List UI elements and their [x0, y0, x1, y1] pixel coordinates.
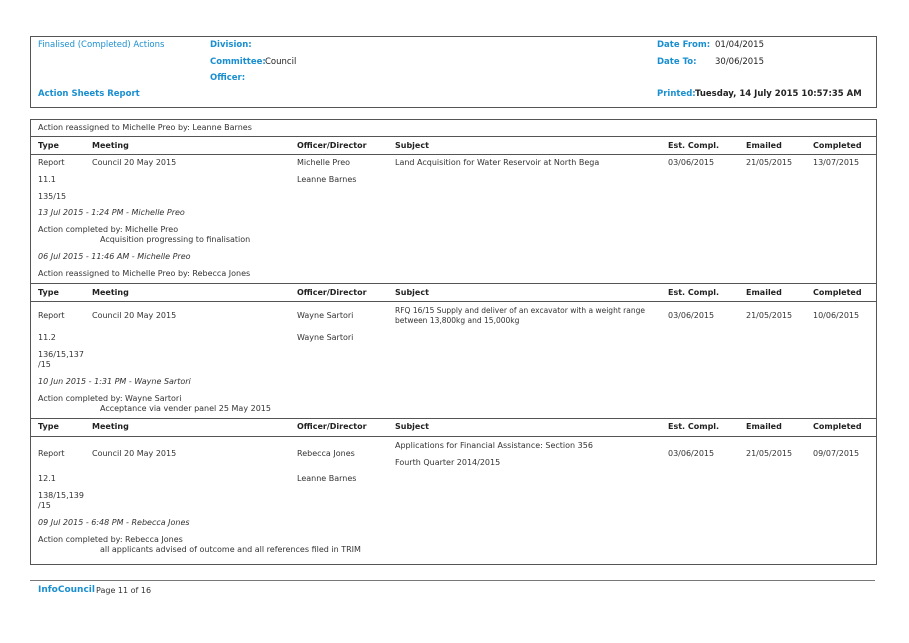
divider — [30, 436, 877, 437]
record-ref-2: /15 — [38, 360, 51, 369]
record-est: 03/06/2015 — [668, 158, 715, 167]
actions-table — [30, 119, 877, 565]
record-item: 11.2 — [38, 333, 56, 342]
footer-page: Page 11 of 16 — [96, 586, 152, 595]
col-subject: Subject — [395, 141, 429, 150]
record-reassigned: Action reassigned to Michelle Preo by: R… — [38, 269, 251, 278]
divider — [30, 283, 877, 284]
division-label: Division: — [210, 40, 252, 50]
col-meeting: Meeting — [92, 141, 129, 150]
col-emailed: Emailed — [746, 141, 782, 150]
col-completed: Completed — [813, 422, 862, 431]
record-subject: Land Acquisition for Water Reservoir at … — [395, 158, 600, 167]
record-completed: 09/07/2015 — [813, 449, 860, 458]
record-subject: Applications for Financial Assistance: S… — [395, 441, 593, 450]
footer-brand: InfoCouncil — [38, 585, 95, 595]
record-officer-2: Leanne Barnes — [297, 175, 357, 184]
col-type: Type — [38, 288, 59, 297]
record-log: 13 Jul 2015 - 1:24 PM - Michelle Preo — [38, 208, 185, 217]
record-subject-2: Fourth Quarter 2014/2015 — [395, 458, 501, 467]
record-completed: 10/06/2015 — [813, 311, 860, 320]
printed-label: Printed: — [657, 89, 696, 99]
record-meeting: Council 20 May 2015 — [92, 311, 177, 320]
record-completed-note: Acquisition progressing to finalisation — [100, 235, 251, 244]
col-officer: Officer/Director — [297, 422, 367, 431]
record-ref: 138/15,139 — [38, 491, 84, 500]
record-emailed: 21/05/2015 — [746, 311, 793, 320]
divider — [30, 418, 877, 419]
footer-divider — [30, 580, 875, 581]
col-emailed: Emailed — [746, 422, 782, 431]
report-header — [30, 36, 877, 108]
record-subject-2: between 13,800kg and 15,000kg — [395, 316, 520, 325]
record-officer: Rebecca Jones — [297, 449, 355, 458]
record-log: 09 Jul 2015 - 6:48 PM - Rebecca Jones — [38, 518, 190, 527]
record-officer: Michelle Preo — [297, 158, 351, 167]
record-completed-by: Action completed by: Rebecca Jones — [38, 535, 183, 544]
committee-label: Committee: — [210, 57, 266, 67]
report-name: Action Sheets Report — [38, 89, 140, 99]
col-emailed: Emailed — [746, 288, 782, 297]
printed-value: Tuesday, 14 July 2015 10:57:35 AM — [695, 89, 862, 99]
record-type: Report — [38, 449, 65, 458]
col-est: Est. Compl. — [668, 288, 720, 297]
record-completed: 13/07/2015 — [813, 158, 860, 167]
committee-value: Council — [265, 57, 297, 67]
record-officer: Wayne Sartori — [297, 311, 354, 320]
record-item: 11.1 — [38, 175, 56, 184]
col-est: Est. Compl. — [668, 141, 720, 150]
col-completed: Completed — [813, 141, 862, 150]
record-completed-by: Action completed by: Wayne Sartori — [38, 394, 182, 403]
record-item: 12.1 — [38, 474, 56, 483]
divider — [30, 301, 877, 302]
record-ref-2: /15 — [38, 501, 51, 510]
record-officer-2: Wayne Sartori — [297, 333, 354, 342]
col-subject: Subject — [395, 288, 429, 297]
intro-note: Action reassigned to Michelle Preo by: L… — [38, 123, 252, 132]
date-from-value: 01/04/2015 — [715, 40, 764, 50]
record-meeting: Council 20 May 2015 — [92, 158, 177, 167]
record-log: 10 Jun 2015 - 1:31 PM - Wayne Sartori — [38, 377, 191, 386]
record-est: 03/06/2015 — [668, 449, 715, 458]
record-completed-by: Action completed by: Michelle Preo — [38, 225, 179, 234]
record-emailed: 21/05/2015 — [746, 158, 793, 167]
col-officer: Officer/Director — [297, 288, 367, 297]
record-emailed: 21/05/2015 — [746, 449, 793, 458]
record-type: Report — [38, 158, 65, 167]
col-subject: Subject — [395, 422, 429, 431]
officer-label: Officer: — [210, 73, 246, 83]
record-est: 03/06/2015 — [668, 311, 715, 320]
date-to-value: 30/06/2015 — [715, 57, 764, 67]
record-meeting: Council 20 May 2015 — [92, 449, 177, 458]
record-ref: 135/15 — [38, 192, 67, 201]
report-type: Finalised (Completed) Actions — [38, 40, 165, 50]
record-log-2: 06 Jul 2015 - 11:46 AM - Michelle Preo — [38, 252, 191, 261]
record-ref: 136/15,137 — [38, 350, 84, 359]
record-completed-note: all applicants advised of outcome and al… — [100, 545, 361, 554]
col-type: Type — [38, 141, 59, 150]
record-subject: RFQ 16/15 Supply and deliver of an excav… — [395, 306, 645, 315]
col-meeting: Meeting — [92, 288, 129, 297]
record-officer-2: Leanne Barnes — [297, 474, 357, 483]
col-completed: Completed — [813, 288, 862, 297]
record-completed-note: Acceptance via vender panel 25 May 2015 — [100, 404, 271, 413]
date-to-label: Date To: — [657, 57, 697, 67]
record-type: Report — [38, 311, 65, 320]
divider — [30, 136, 877, 137]
date-from-label: Date From: — [657, 40, 711, 50]
col-officer: Officer/Director — [297, 141, 367, 150]
col-meeting: Meeting — [92, 422, 129, 431]
col-est: Est. Compl. — [668, 422, 720, 431]
divider — [30, 154, 877, 155]
col-type: Type — [38, 422, 59, 431]
